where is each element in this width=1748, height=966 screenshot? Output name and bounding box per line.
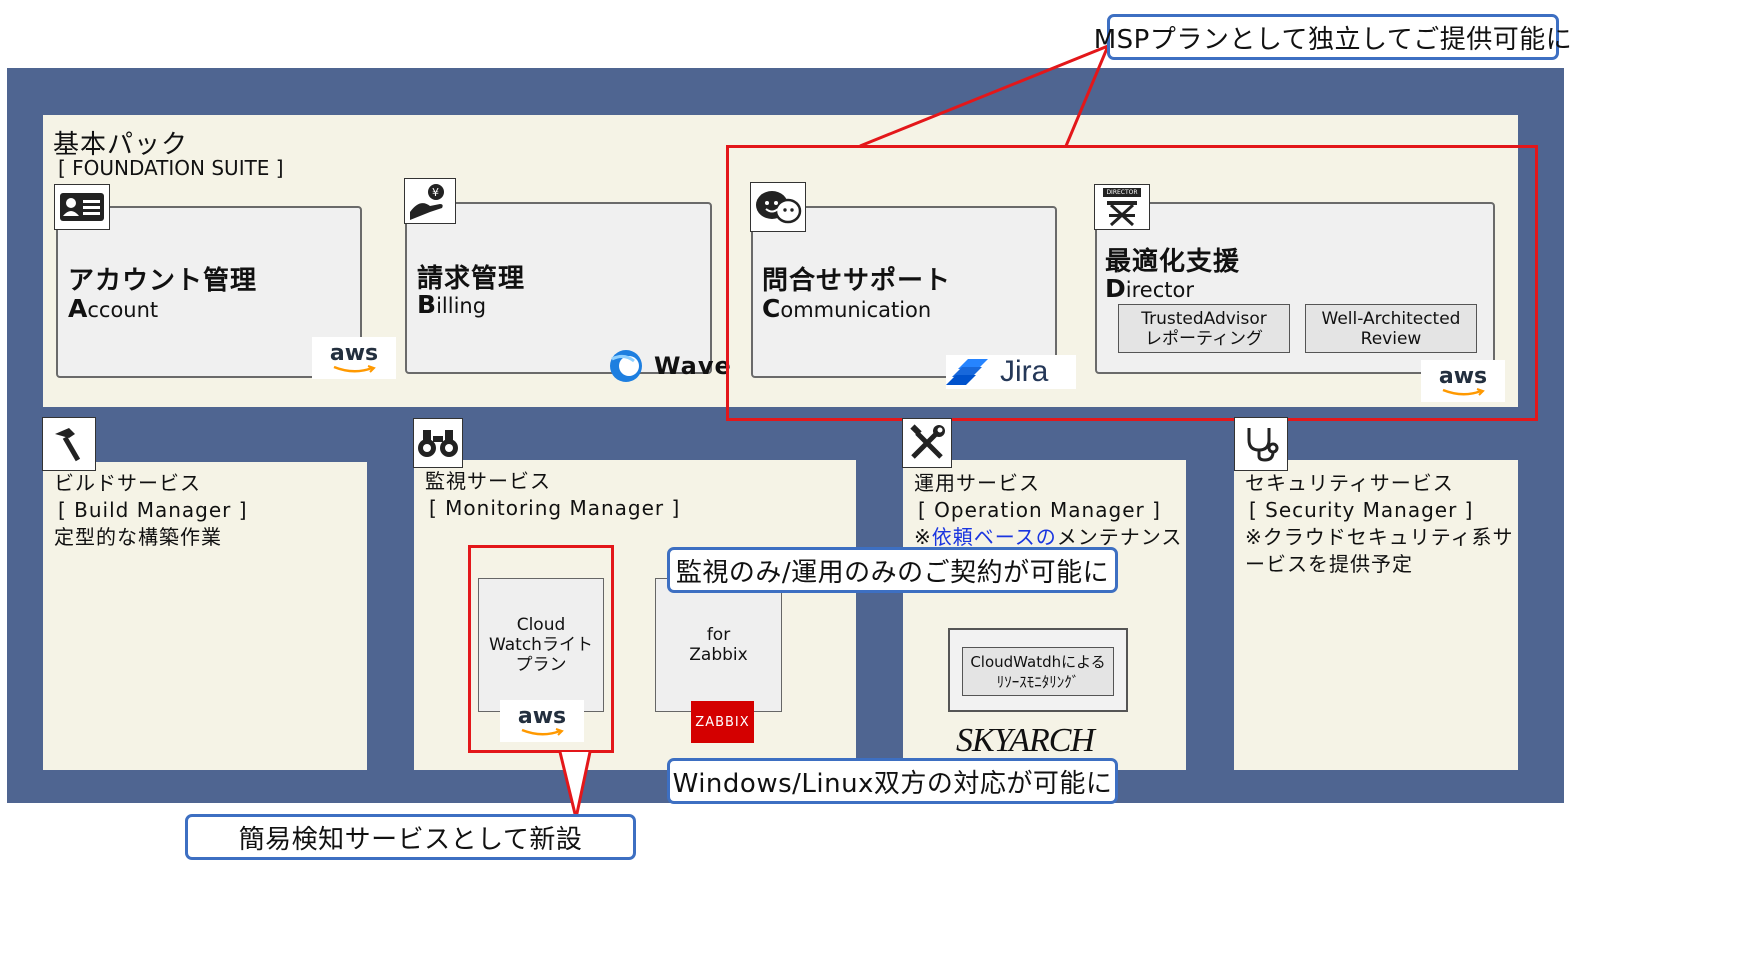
account-title-en: Account [68,294,159,323]
tools-icon [902,418,952,468]
jira-logo: Jira [946,355,1076,389]
operation-text: 運用サービス[ Operation Manager ] ※依頼ベースのメンテナン… [914,471,1183,549]
simple-service-callout: 簡易検知サービスとして新設 [185,814,636,860]
hand-coin-icon: ¥ [404,178,456,224]
wave-logo: Wave [606,348,738,384]
security-panel [1234,460,1518,770]
simple-callout-tail [558,751,592,819]
msp-callout-tail [859,43,1111,148]
billing-title-en: Billing [417,290,487,319]
director-chair-icon: DIRECTOR [1094,184,1150,230]
msp-highlight-box [726,145,1538,421]
security-text: セキュリティサービス[ Security Manager ] ※クラウドセキュリ… [1245,471,1514,576]
cloudwatch-monitoring-box: CloudWatdhによるﾘｿｰｽﾓﾆﾀﾘﾝｸﾞ [962,647,1114,696]
skyarch-logo: SKYARCH [956,722,1095,759]
director-title-jp: 最適化支援 [1105,247,1241,277]
foundation-subtitle: [ FOUNDATION SUITE ] [58,156,284,180]
contract-callout: 監視のみ/運用のみのご契約が可能に [667,547,1118,593]
cloudwatch-highlight-box [468,545,614,753]
chat-faces-icon [750,182,806,232]
build-panel [43,462,367,770]
binoculars-icon [413,418,463,468]
operation-panel [903,460,1186,770]
foundation-title: 基本パック [53,130,189,160]
msp-callout: MSPプランとして独立してご提供可能に [1094,14,1572,60]
id-card-icon [54,184,110,230]
communication-card [751,206,1057,378]
billing-card [405,202,712,374]
communication-title-en: Communication [762,294,932,323]
aws-logo: aws [312,337,396,379]
account-card [56,206,362,378]
communication-title-jp: 問合せサポート [762,266,952,296]
director-title-en: Director [1105,274,1194,303]
billing-title-jp: 請求管理 [417,264,526,294]
account-title-jp: アカウント管理 [68,266,258,296]
build-text: ビルドサービス[ Build Manager ]定型的な構築作業 [54,471,248,549]
hammer-icon [42,417,96,471]
svg-text:¥: ¥ [432,186,439,199]
stethoscope-icon [1234,417,1288,471]
zabbix-logo: ZABBIX [691,701,754,743]
aws-logo: aws [500,700,584,742]
aws-logo: aws [1421,360,1505,402]
monitoring-text: 監視サービス[ Monitoring Manager ] [425,469,681,520]
os-callout: Windows/Linux双方の対応が可能に [667,758,1118,804]
